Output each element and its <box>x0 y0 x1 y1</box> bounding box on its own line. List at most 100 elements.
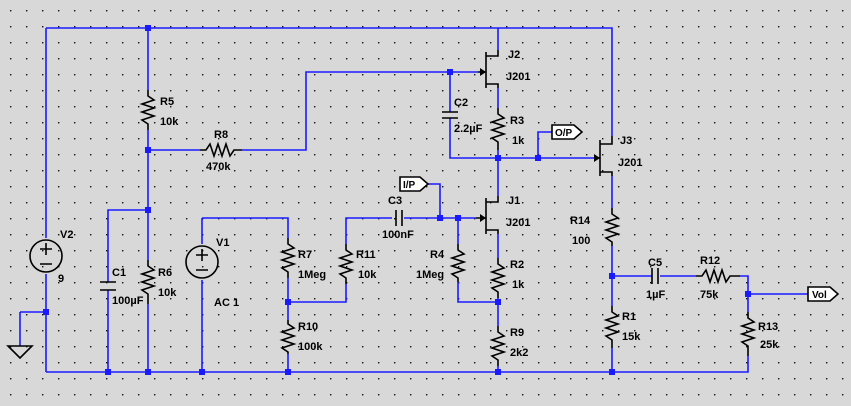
c5-value: 1µF <box>646 289 665 301</box>
r7-value: 1Meg <box>298 269 326 281</box>
r11-value: 10k <box>358 269 377 281</box>
r11-label: R11 <box>356 249 376 261</box>
junctions <box>43 25 751 375</box>
c5-label: C5 <box>648 257 662 269</box>
junction <box>285 369 291 375</box>
resistor-r11[interactable]: R11 10k <box>337 244 377 284</box>
r9-value: 2k2 <box>510 347 528 359</box>
r1-value: 15k <box>622 331 641 343</box>
j2-label: J2 <box>508 49 520 61</box>
c3-label: C3 <box>388 195 402 207</box>
r14-value: 100 <box>572 235 590 247</box>
junction <box>609 369 615 375</box>
wire-ground-tap <box>19 311 46 346</box>
v1-value: AC 1 <box>214 297 239 309</box>
wire-v1 <box>201 217 289 372</box>
net-flag-input[interactable]: I/P <box>399 176 430 192</box>
ground-icon <box>6 345 34 360</box>
net-flag-volume[interactable]: Vol <box>807 286 840 302</box>
junction <box>145 207 151 213</box>
wires <box>19 27 808 373</box>
wire-r4 <box>457 218 498 303</box>
junction <box>105 369 111 375</box>
net-flag-output-label: O/P <box>555 128 573 139</box>
r7-label: R7 <box>298 249 312 261</box>
r14-label: R14 <box>570 215 591 227</box>
junction <box>609 273 615 279</box>
r3-value: 1k <box>512 135 525 147</box>
r8-value: 470k <box>206 161 231 173</box>
j3-type: J201 <box>618 157 642 169</box>
junction <box>745 291 751 297</box>
r12-label: R12 <box>700 255 720 267</box>
junction <box>199 369 205 375</box>
resistor-r12[interactable]: R12 75k <box>696 255 740 301</box>
r1-label: R1 <box>622 311 636 323</box>
r6-value: 10k <box>158 287 177 299</box>
r13-label: R13 <box>758 321 778 333</box>
resistor-r7[interactable]: R7 1Meg <box>279 238 326 281</box>
resistor-r2[interactable]: R2 1k <box>489 258 525 298</box>
junction <box>285 299 291 305</box>
jfet-j2[interactable]: J2 J201 <box>478 49 530 88</box>
wire-c1 <box>107 209 148 372</box>
resistor-r14[interactable]: R14 100 <box>570 208 621 247</box>
r12-value: 75k <box>700 289 719 301</box>
r4-value: 1Meg <box>416 269 444 281</box>
resistor-r3[interactable]: R3 1k <box>489 108 525 150</box>
resistor-r8[interactable]: R8 470k <box>200 129 242 173</box>
voltage-source-v1[interactable]: V1 AC 1 <box>185 237 239 309</box>
capacitor-c1[interactable]: C1 100µF <box>100 267 144 307</box>
r10-value: 100k <box>298 341 323 353</box>
capacitor-c2[interactable]: C2 2.2µF <box>442 97 483 135</box>
net-flag-input-label: I/P <box>403 180 416 191</box>
r9-label: R9 <box>510 327 524 339</box>
r6-label: R6 <box>158 267 172 279</box>
resistor-r10[interactable]: R10 100k <box>279 320 323 354</box>
j3-label: J3 <box>620 135 632 147</box>
r8-label: R8 <box>214 129 228 141</box>
resistor-r4[interactable]: R4 1Meg <box>416 244 467 282</box>
net-flag-output[interactable]: O/P <box>551 124 584 140</box>
capacitor-c5[interactable]: C5 1µF <box>646 257 665 301</box>
net-flag-volume-label: Vol <box>812 290 827 301</box>
junction <box>495 155 501 161</box>
j1-label: J1 <box>508 195 520 207</box>
r5-value: 10k <box>160 116 179 128</box>
v2-value: 9 <box>58 273 64 285</box>
resistor-r13[interactable]: R13 25k <box>739 312 779 356</box>
v1-label: V1 <box>216 237 229 249</box>
c1-label: C1 <box>112 267 126 279</box>
resistor-r6[interactable]: R6 10k <box>139 260 177 304</box>
wire-r11-loop <box>288 217 392 303</box>
c3-value: 100nF <box>382 229 414 241</box>
j2-type: J201 <box>506 71 530 83</box>
junction <box>437 215 443 221</box>
capacitor-c3[interactable]: C3 100nF <box>382 195 414 241</box>
junction <box>145 25 151 31</box>
wire-op <box>537 131 552 158</box>
resistor-r9[interactable]: R9 2k2 <box>489 326 528 366</box>
jfet-j3[interactable]: J3 J201 <box>594 135 642 176</box>
junction <box>43 309 49 315</box>
c2-label: C2 <box>454 97 468 109</box>
resistor-r1[interactable]: R1 15k <box>603 306 641 348</box>
junction <box>145 147 151 153</box>
wire-ip <box>428 183 441 218</box>
r2-label: R2 <box>510 259 524 271</box>
r5-label: R5 <box>160 96 174 108</box>
voltage-source-v2[interactable]: V2 9 <box>29 229 73 285</box>
c1-value: 100µF <box>112 295 144 307</box>
r10-label: R10 <box>298 321 318 333</box>
r2-value: 1k <box>512 279 525 291</box>
jfet-j1[interactable]: J1 J201 <box>476 195 530 234</box>
c2-value: 2.2µF <box>454 123 483 135</box>
junction <box>455 215 461 221</box>
wire-c2 <box>449 72 498 159</box>
resistor-r5[interactable]: R5 10k <box>139 90 179 130</box>
j1-type: J201 <box>506 217 530 229</box>
wire-top-rail <box>46 27 613 136</box>
wire-r12-r13 <box>740 275 749 312</box>
